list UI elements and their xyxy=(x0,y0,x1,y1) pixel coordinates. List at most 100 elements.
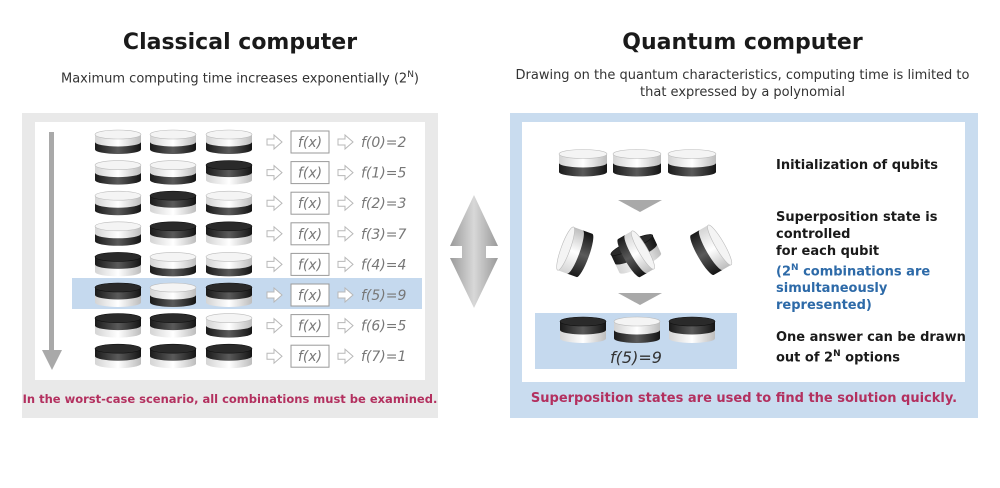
down-arrow-1 xyxy=(618,200,662,212)
row-1-arrow-in xyxy=(266,164,283,181)
row-7-function-box xyxy=(290,344,330,368)
step-initialization: Initialization of qubits xyxy=(776,157,938,174)
row-4-result: f(4)=4 xyxy=(361,257,406,273)
row-2-function-label: f(x) xyxy=(298,196,322,212)
row-1-disk-0 xyxy=(94,160,142,185)
row-4-arrow-out xyxy=(337,256,354,273)
row-3-function-label: f(x) xyxy=(298,227,322,243)
step-superposition-blue3: represented) xyxy=(776,298,872,314)
row-5-disk-1 xyxy=(149,282,197,307)
row-4-arrow-in xyxy=(266,256,283,273)
row-0-disk-1 xyxy=(149,129,197,154)
row-7-arrow-out xyxy=(337,348,354,365)
row-7-arrow-in xyxy=(266,348,283,365)
row-6-function-label: f(x) xyxy=(298,319,322,335)
row-7-result: f(7)=1 xyxy=(361,349,406,365)
classical-caption: In the worst-case scenario, all combinat… xyxy=(22,392,438,406)
scan-arrow-head xyxy=(42,350,62,370)
step-superposition: Superposition state is controlled for ea… xyxy=(776,209,937,314)
row-0-function-box xyxy=(290,130,330,154)
row-1-function-label: f(x) xyxy=(298,166,322,182)
classical-subtitle-text: Maximum computing time increases exponen… xyxy=(60,71,408,87)
row-3-function-box xyxy=(290,222,330,246)
row-3-result: f(3)=7 xyxy=(361,227,406,243)
row-5-function-box xyxy=(290,283,330,307)
row-2-arrow-in xyxy=(266,195,283,212)
result-label: f(5)=9 xyxy=(610,348,662,367)
quantum-subtitle-line2: that expressed by a polynomial xyxy=(640,85,845,100)
row-2-result: f(2)=3 xyxy=(361,196,406,212)
row-0-disk-0 xyxy=(94,129,142,154)
step-superposition-line1: Superposition state is xyxy=(776,210,938,225)
row-6-disk-0 xyxy=(94,313,142,338)
quantum-subtitle-line1: Drawing on the quantum characteristics, … xyxy=(515,68,970,83)
row-4-disk-1 xyxy=(149,252,197,277)
center-double-arrow xyxy=(450,195,498,308)
row-5-arrow-in xyxy=(266,286,283,304)
init-disk-1 xyxy=(612,149,662,177)
row-2-arrow-out xyxy=(337,195,354,212)
row-0-disk-2 xyxy=(205,129,253,154)
row-5-disk-0 xyxy=(94,282,142,307)
row-4-disk-2 xyxy=(205,252,253,277)
row-6-function-box xyxy=(290,314,330,338)
row-1-function-box xyxy=(290,161,330,185)
row-6-disk-2 xyxy=(205,313,253,338)
row-3-disk-2 xyxy=(205,221,253,246)
row-2-disk-1 xyxy=(149,190,197,216)
row-0-result: f(0)=2 xyxy=(361,135,406,151)
row-2-function-box xyxy=(290,191,330,215)
scan-arrow-shaft xyxy=(49,132,54,354)
row-1-result: f(1)=5 xyxy=(361,166,406,182)
row-1-arrow-out xyxy=(337,164,354,181)
row-5-arrow-out xyxy=(337,286,354,304)
row-1-disk-1 xyxy=(149,160,197,185)
row-0-arrow-in xyxy=(266,133,283,151)
row-7-disk-0 xyxy=(94,343,142,369)
result-disk-0 xyxy=(559,316,607,343)
row-2-disk-2 xyxy=(205,190,253,216)
row-3-disk-1 xyxy=(149,221,197,246)
init-disk-2 xyxy=(667,149,717,177)
step-superposition-line2: controlled xyxy=(776,227,851,242)
classical-title: Classical computer xyxy=(122,30,358,55)
quantum-subtitle: Drawing on the quantum characteristics, … xyxy=(500,67,985,101)
row-1-disk-2 xyxy=(205,160,253,185)
row-5-function-label: f(x) xyxy=(298,288,322,304)
row-7-function-label: f(x) xyxy=(298,349,322,365)
row-7-disk-1 xyxy=(149,343,197,369)
superposition-disk-2 xyxy=(690,224,733,276)
row-3-disk-0 xyxy=(94,221,142,246)
result-disk-1 xyxy=(613,316,661,343)
classical-subtitle: Maximum computing time increases exponen… xyxy=(20,67,460,87)
quantum-caption: Superposition states are used to find th… xyxy=(530,391,958,406)
down-arrow-2 xyxy=(618,293,662,305)
step-answer: One answer can be drawn out of 2N option… xyxy=(776,329,966,366)
row-5-disk-2 xyxy=(205,282,253,307)
step-superposition-blue1: (2N combinations are xyxy=(776,263,931,280)
init-disk-0 xyxy=(558,149,608,177)
row-7-disk-2 xyxy=(205,343,253,369)
row-2-disk-0 xyxy=(94,190,142,216)
row-4-disk-0 xyxy=(94,252,142,277)
quantum-title: Quantum computer xyxy=(622,30,863,55)
step-initialization-text: Initialization of qubits xyxy=(776,158,939,173)
row-6-arrow-out xyxy=(337,317,354,334)
classical-subtitle-sup: N xyxy=(407,70,414,80)
result-disk-2 xyxy=(668,316,716,343)
superposition-disk-0 xyxy=(556,226,594,278)
step-answer-line1: One answer can be drawn xyxy=(776,330,966,345)
step-superposition-blue2: simultaneously xyxy=(776,281,888,297)
row-6-disk-1 xyxy=(149,313,197,338)
row-0-function-label: f(x) xyxy=(298,135,322,151)
row-3-arrow-out xyxy=(337,225,354,242)
step-superposition-line3: for each qubit xyxy=(776,244,880,259)
row-6-result: f(6)=5 xyxy=(361,319,406,335)
row-4-function-box xyxy=(290,252,330,276)
row-0-arrow-out xyxy=(337,133,354,151)
superposition-disk-1-ring xyxy=(617,230,655,278)
classical-subtitle-end: ) xyxy=(413,71,419,87)
row-5-result: f(5)=9 xyxy=(361,288,406,304)
step-answer-line2: out of 2N options xyxy=(776,349,900,366)
